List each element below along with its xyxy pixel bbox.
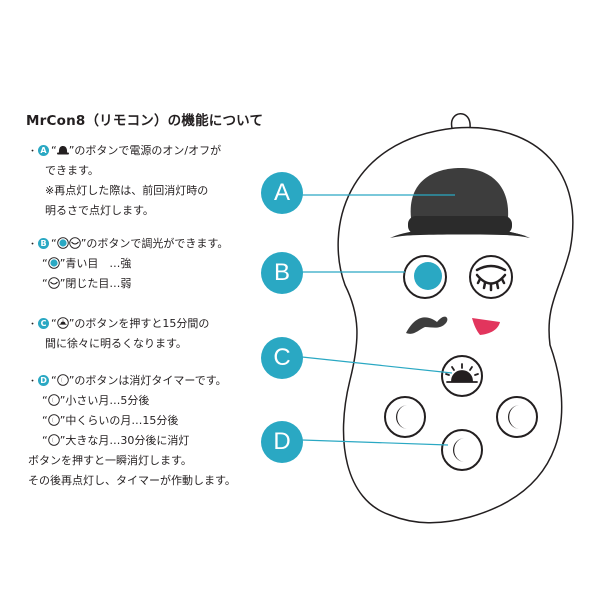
line-text: ”のボタンを押すと15分間の	[68, 317, 210, 330]
closed-eye-icon	[47, 276, 60, 289]
section-tag: D	[38, 375, 50, 386]
blue-eye-button[interactable]	[403, 255, 447, 299]
line-text: ”閉じた目…弱	[59, 277, 132, 290]
line-text: ”中くらいの月…15分後	[59, 414, 179, 427]
sunrise-button[interactable]	[441, 355, 483, 397]
bullet: ・	[28, 147, 38, 157]
closed-eye-icon	[68, 236, 81, 249]
section-line: できます。	[28, 161, 221, 181]
section-tag: C	[38, 318, 50, 329]
section-d: ・D“”のボタンは消灯タイマーです。“”小さい月…5分後“”中くらいの月…15分…	[28, 371, 236, 491]
callout-c: C	[261, 337, 303, 379]
section-line: “ ”閉じた目…弱	[28, 274, 228, 294]
section-line: その後再点灯し、タイマーが作動します。	[28, 471, 236, 491]
blue-eye-icon	[414, 262, 442, 290]
open-quote: “	[51, 144, 57, 157]
section-line: ・D“ ”のボタンは消灯タイマーです。	[28, 371, 236, 391]
section-a: ・A“ ”のボタンで電源のオン/オフができます。 ※再点灯した際は、前回消灯時の明る…	[28, 141, 221, 221]
line-text: できます。	[45, 164, 99, 177]
section-line: “ ”青い目 …強	[28, 254, 228, 274]
line-text: ”のボタンで電源のオン/オフが	[68, 144, 222, 157]
section-line: ・A“ ”のボタンで電源のオン/オフが	[28, 141, 221, 161]
section-line: “ ”大きな月…30分後に消灯	[28, 431, 236, 451]
hanging-loop	[450, 113, 471, 129]
line-text: その後再点灯し、タイマーが作動します。	[28, 474, 236, 487]
section-line: ・B“ ”のボタンで調光ができます。	[28, 234, 228, 254]
section-c: ・C“ ”のボタンを押すと15分間の間に徐々に明るくなります。	[28, 314, 209, 354]
open-quote: “	[51, 374, 57, 387]
section-line: ボタンを押すと一瞬消灯します。	[28, 451, 236, 471]
section-tag: B	[38, 238, 50, 249]
line-text: 間に徐々に明るくなります。	[45, 337, 187, 350]
line-text: ”青い目 …強	[59, 257, 132, 270]
section-tag: A	[38, 145, 50, 156]
line-text: ボタンを押すと一瞬消灯します。	[28, 454, 192, 467]
bullet: ・	[28, 320, 38, 330]
open-quote: “	[42, 277, 48, 290]
line-text: ※再点灯した際は、前回消灯時の	[45, 184, 209, 197]
bowler-hat-icon	[56, 143, 69, 155]
mustache	[406, 316, 448, 334]
section-line: “ ”小さい月…5分後	[28, 391, 236, 411]
open-quote: “	[51, 317, 57, 330]
moon-icon	[47, 433, 60, 446]
callout-line-d	[301, 439, 449, 446]
callout-line-c	[301, 356, 453, 374]
lips	[472, 318, 500, 335]
bullet: ・	[28, 377, 38, 387]
moon-icon	[47, 413, 60, 426]
section-line: ※再点灯した際は、前回消灯時の	[28, 181, 221, 201]
blue-eye-icon	[56, 236, 69, 249]
moon-button-left[interactable]	[384, 396, 426, 438]
line-text: ”小さい月…5分後	[59, 394, 150, 407]
hat-button[interactable]	[390, 168, 530, 238]
section-b: ・B“”のボタンで調光ができます。“”青い目 …強“”閉じた目…弱	[28, 234, 228, 294]
section-line: 明るさで点灯します。	[28, 201, 221, 221]
closed-eye-icon	[475, 264, 507, 292]
bullet: ・	[28, 240, 38, 250]
section-line: “ ”中くらいの月…15分後	[28, 411, 236, 431]
moon-button-right[interactable]	[496, 396, 538, 438]
open-quote: “	[42, 414, 48, 427]
open-quote: “	[42, 257, 48, 270]
page-title: MrCon8（リモコン）の機能について	[26, 113, 264, 129]
section-line: 間に徐々に明るくなります。	[28, 334, 209, 354]
moon-icon	[47, 393, 60, 406]
callout-a: A	[261, 172, 303, 214]
moon-icon	[56, 373, 69, 386]
line-text: ”大きな月…30分後に消灯	[59, 434, 190, 447]
sunrise-icon	[445, 363, 479, 383]
line-text: 明るさで点灯します。	[45, 204, 154, 217]
open-quote: “	[51, 237, 57, 250]
line-text: ”のボタンで調光ができます。	[80, 237, 229, 250]
line-text: ”のボタンは消灯タイマーです。	[68, 374, 227, 387]
callout-d: D	[261, 421, 303, 463]
blue-eye-icon	[47, 256, 60, 269]
moon-button-bottom[interactable]	[441, 429, 483, 471]
bowler-hat-icon	[410, 168, 509, 218]
closed-eye-button[interactable]	[469, 255, 513, 299]
callout-b: B	[261, 252, 303, 294]
open-quote: “	[42, 394, 48, 407]
open-quote: “	[42, 434, 48, 447]
section-line: ・C“ ”のボタンを押すと15分間の	[28, 314, 209, 334]
sunrise-icon	[56, 316, 69, 329]
